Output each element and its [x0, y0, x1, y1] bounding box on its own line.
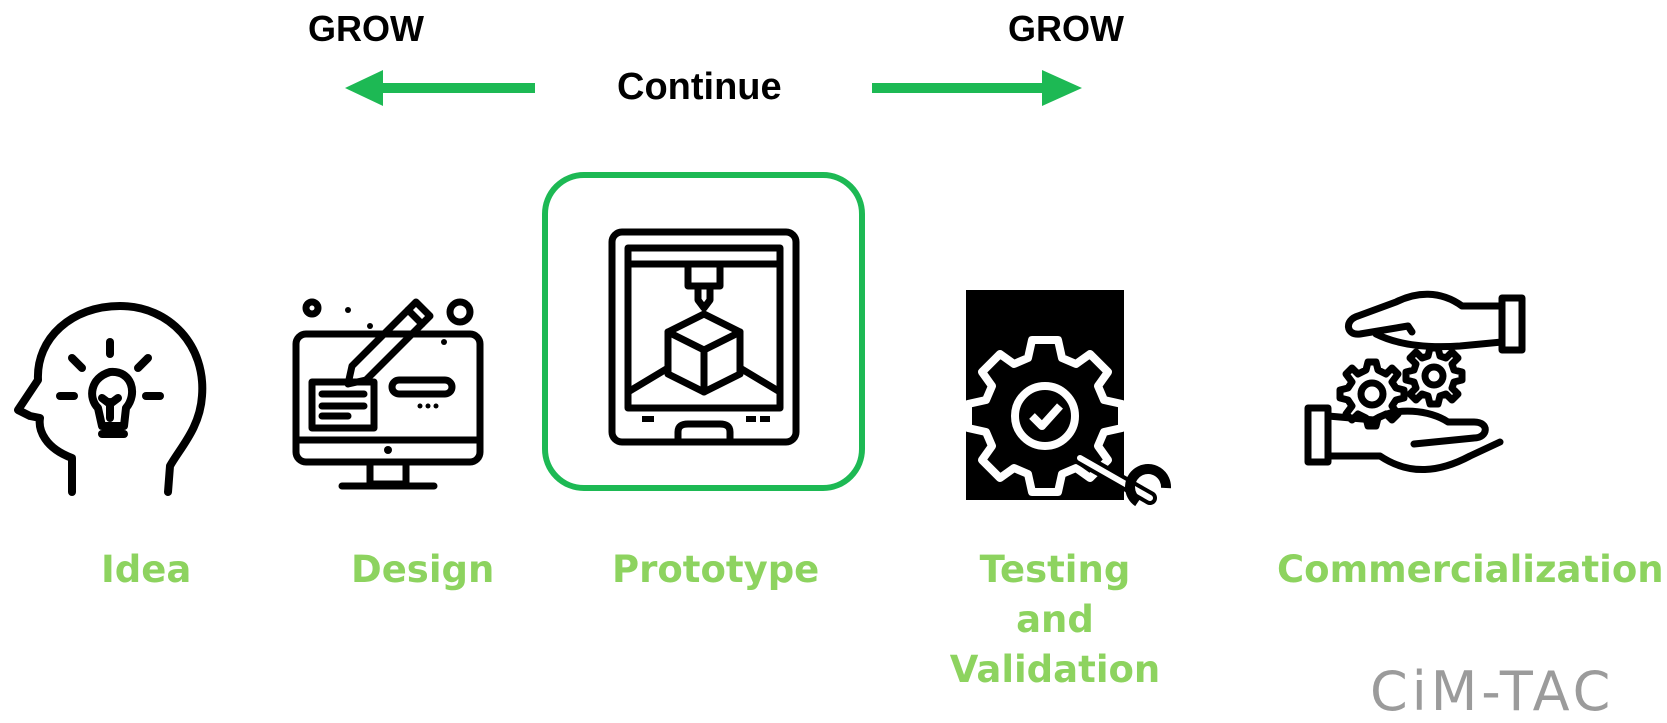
stage-label-commercialization: Commercialization	[1277, 548, 1664, 591]
stage-label-testing-line-1: Testing	[979, 548, 1131, 591]
gear-wrench-icon	[964, 290, 1171, 507]
prototype-highlight	[542, 172, 865, 491]
cimtac-logo: CiM-TAC	[1370, 660, 1615, 723]
continue-label: Continue	[617, 66, 782, 108]
grow-right-label: GROW	[1008, 8, 1124, 49]
stage-label-design: Design	[351, 548, 495, 591]
stage-label-testing-line-2: and	[1016, 598, 1094, 641]
monitor-pencil-icon	[292, 298, 484, 490]
stage-label-testing: Testing and Validation	[945, 545, 1165, 695]
arrow-right-icon	[872, 70, 1082, 106]
stage-label-testing-line-3: Validation	[949, 648, 1161, 691]
3d-printer-icon	[608, 228, 800, 446]
head-lightbulb-icon	[14, 302, 207, 496]
stage-label-idea: Idea	[101, 548, 192, 591]
stage-label-prototype: Prototype	[612, 548, 820, 591]
grow-left-label: GROW	[308, 8, 424, 49]
arrow-left-icon	[345, 70, 535, 106]
hands-gears-icon	[1304, 290, 1526, 474]
